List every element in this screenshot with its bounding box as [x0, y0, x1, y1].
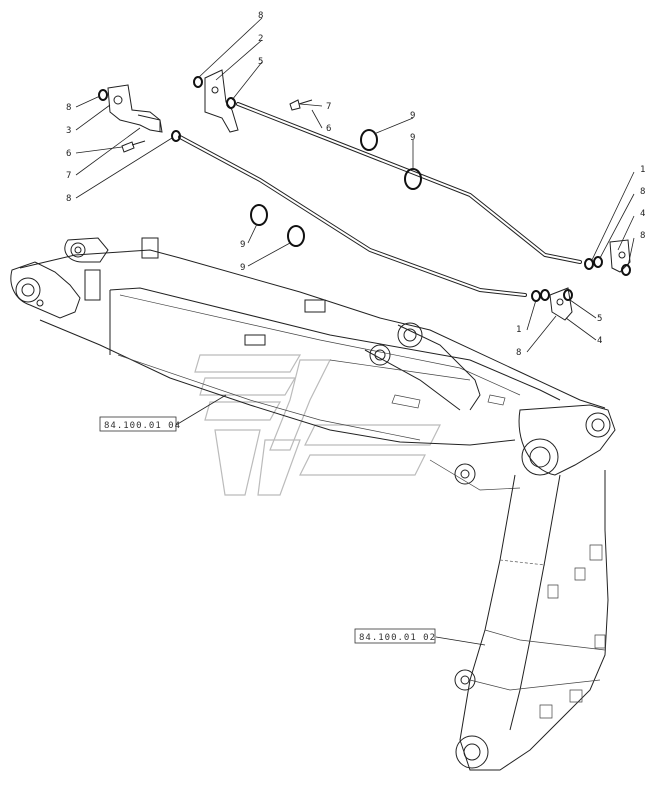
reference-label: 84.100.01 02: [359, 633, 436, 643]
o-ring: [621, 264, 631, 276]
callout-number: 6: [66, 149, 71, 159]
o-ring: [540, 289, 550, 301]
callouts-bolt: 7 6: [326, 102, 331, 134]
callouts-top: 8 2 5: [258, 11, 263, 67]
callout-number: 8: [66, 103, 71, 113]
hydraulic-pipe-lower: [178, 135, 527, 297]
o-ring: [226, 97, 236, 109]
callouts-center: 1 5 8 4: [516, 314, 602, 358]
center-bracket: [549, 287, 573, 321]
o-ring: [171, 130, 181, 142]
callout-number: 1: [516, 325, 521, 335]
leader-lines: [75, 17, 635, 646]
o-ring: [531, 290, 541, 302]
arm-structure: [454, 470, 609, 771]
o-ring: [193, 76, 203, 88]
callout-number: 5: [258, 57, 263, 67]
callout-number: 1: [640, 165, 645, 175]
callout-number: 3: [66, 126, 71, 136]
o-ring: [593, 256, 603, 268]
callout-number: 9: [410, 111, 415, 121]
bolt-left: [121, 140, 146, 153]
callout-number: 4: [640, 209, 645, 219]
hydraulic-pipe-upper: [236, 102, 582, 264]
top-bracket: [204, 69, 239, 133]
o-ring-large: [360, 129, 378, 151]
callout-number: 8: [66, 194, 71, 204]
callouts-left: 8 3 6 7 8: [66, 103, 71, 204]
callout-number: 8: [640, 231, 645, 241]
reference-label: 84.100.01 04: [104, 421, 181, 431]
callout-number: 9: [240, 240, 245, 250]
o-ring-large: [287, 225, 305, 247]
right-bracket: [609, 239, 631, 273]
callouts-right: 1 8 4 8: [640, 165, 645, 241]
reference-boom[interactable]: 84.100.01 04: [99, 416, 181, 432]
callout-number: 5: [597, 314, 602, 324]
bolt-top: [289, 99, 313, 111]
boom-structure: [10, 237, 616, 491]
callout-number: 7: [326, 102, 331, 112]
callout-number: 6: [326, 124, 331, 134]
watermark-logo: [194, 354, 441, 496]
o-ring-large: [250, 204, 268, 226]
callout-number: 2: [258, 34, 263, 44]
left-bracket: [107, 84, 163, 133]
callout-number: 8: [640, 187, 645, 197]
o-ring: [98, 89, 108, 101]
o-ring: [563, 289, 573, 301]
callout-number: 7: [66, 171, 71, 181]
callout-number: 9: [410, 133, 415, 143]
o-ring: [584, 258, 594, 270]
callout-number: 8: [258, 11, 263, 21]
callout-number: 9: [240, 263, 245, 273]
callout-number: 8: [516, 348, 521, 358]
callouts-orings: 9 9 9 9: [240, 111, 415, 273]
reference-arm[interactable]: 84.100.01 02: [354, 628, 436, 644]
callout-number: 4: [597, 336, 602, 346]
